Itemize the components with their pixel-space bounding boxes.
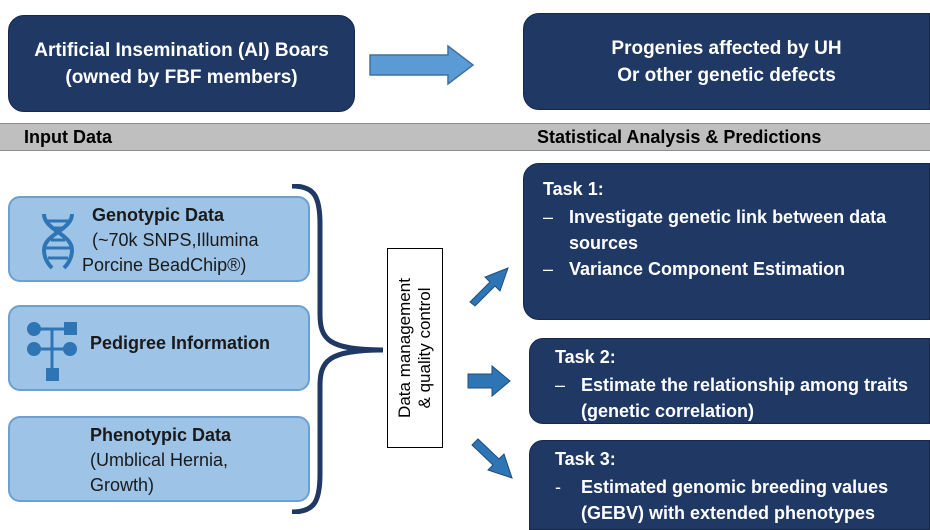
task1-bullet2: Variance Component Estimation [569,259,846,279]
data-management-line1: Data management [395,278,414,418]
data-management-box: Data management & quality control [387,248,443,448]
task2-title: Task 2: [555,347,616,367]
arrow-to-task1 [469,267,509,307]
genotypic-line3: Porcine BeadChip®) [82,255,247,275]
task2-bullet1-dash: – [555,375,566,395]
genotypic-title: Genotypic Data [92,205,225,225]
task1-box: Task 1: – Investigate genetic link betwe… [523,163,930,320]
data-management-line2: & quality control [415,287,434,409]
pedigree-icon [27,322,77,381]
phenotypic-line2: (Umblical Hernia, [90,450,229,470]
arrow-to-task2 [467,364,511,398]
ai-boars-line2: (owned by FBF members) [65,66,298,88]
task3-bullet1-dash: - [555,477,561,497]
ai-boars-box: Artificial Insemination (AI) Boars (owne… [8,15,355,112]
section-band: Input Data Statistical Analysis & Predic… [0,123,930,151]
pedigree-title: Pedigree Information [90,333,271,353]
task2-box: Task 2: – Estimate the relationship amon… [529,338,930,424]
task3-bullet1: Estimated genomic breeding values (GEBV)… [581,477,889,523]
task3-box: Task 3: - Estimated genomic breeding val… [529,440,930,530]
statistical-analysis-label: Statistical Analysis & Predictions [537,127,822,147]
task1-bullet1-dash: – [543,207,554,227]
phenotypic-line3: Growth) [90,475,155,495]
task1-bullet2-dash: – [543,259,554,279]
genotypic-data-box: Genotypic Data (~70k SNPS,Illumina Porci… [8,196,310,282]
progenies-line2: Or other genetic defects [617,64,836,86]
pedigree-box: Pedigree Information [8,305,310,391]
phenotypic-title: Phenotypic Data [90,425,232,445]
task2-bullet1: Estimate the relationship among traits (… [581,375,909,421]
top-arrow [369,44,475,86]
ai-boars-line1: Artificial Insemination (AI) Boars [34,39,329,61]
task1-title: Task 1: [543,179,604,199]
genotypic-line2: (~70k SNPS,Illumina [92,230,259,250]
phenotypic-data-box: Phenotypic Data (Umblical Hernia, Growth… [8,416,310,502]
dna-icon [41,213,75,270]
input-data-label: Input Data [24,127,112,147]
task1-bullet1: Investigate genetic link between data so… [569,207,887,253]
arrow-to-task3 [471,438,513,479]
task3-title: Task 3: [555,449,616,469]
progenies-box: Progenies affected by UH Or other geneti… [523,13,930,110]
curly-brace [291,184,384,514]
progenies-line1: Progenies affected by UH [611,37,842,59]
